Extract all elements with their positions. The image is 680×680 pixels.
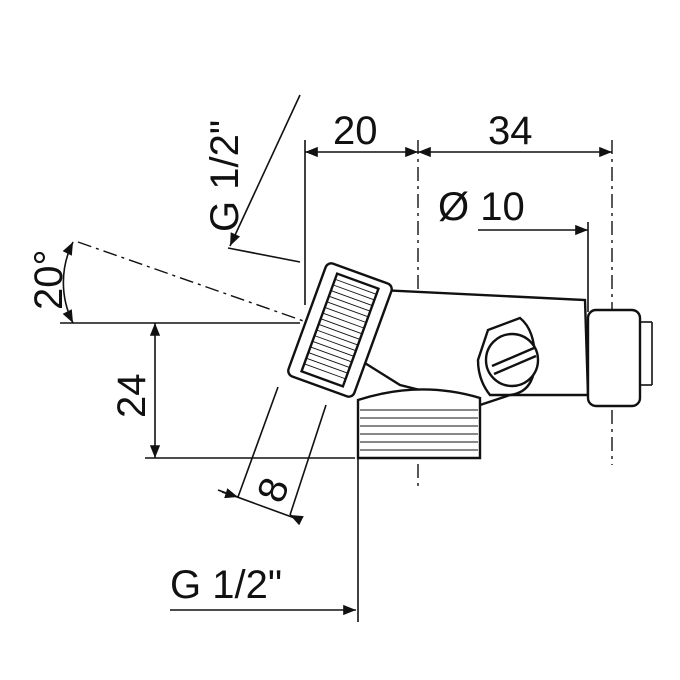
fitting-body <box>356 288 653 460</box>
dimension-lines <box>62 94 612 616</box>
dim-diameter: Ø 10 <box>438 185 525 229</box>
dim-width-34: 34 <box>488 109 533 153</box>
dim-angle: 20° <box>27 250 71 311</box>
knurled-nut <box>287 262 393 398</box>
dim-width-20: 20 <box>333 109 378 153</box>
dim-thread-bottom: G 1/2" <box>170 563 282 607</box>
dim-thread-top: G 1/2" <box>203 120 247 232</box>
dim-height-24: 24 <box>110 374 154 419</box>
bottom-thread <box>360 409 478 451</box>
dim-thickness-8: 8 <box>249 472 298 508</box>
